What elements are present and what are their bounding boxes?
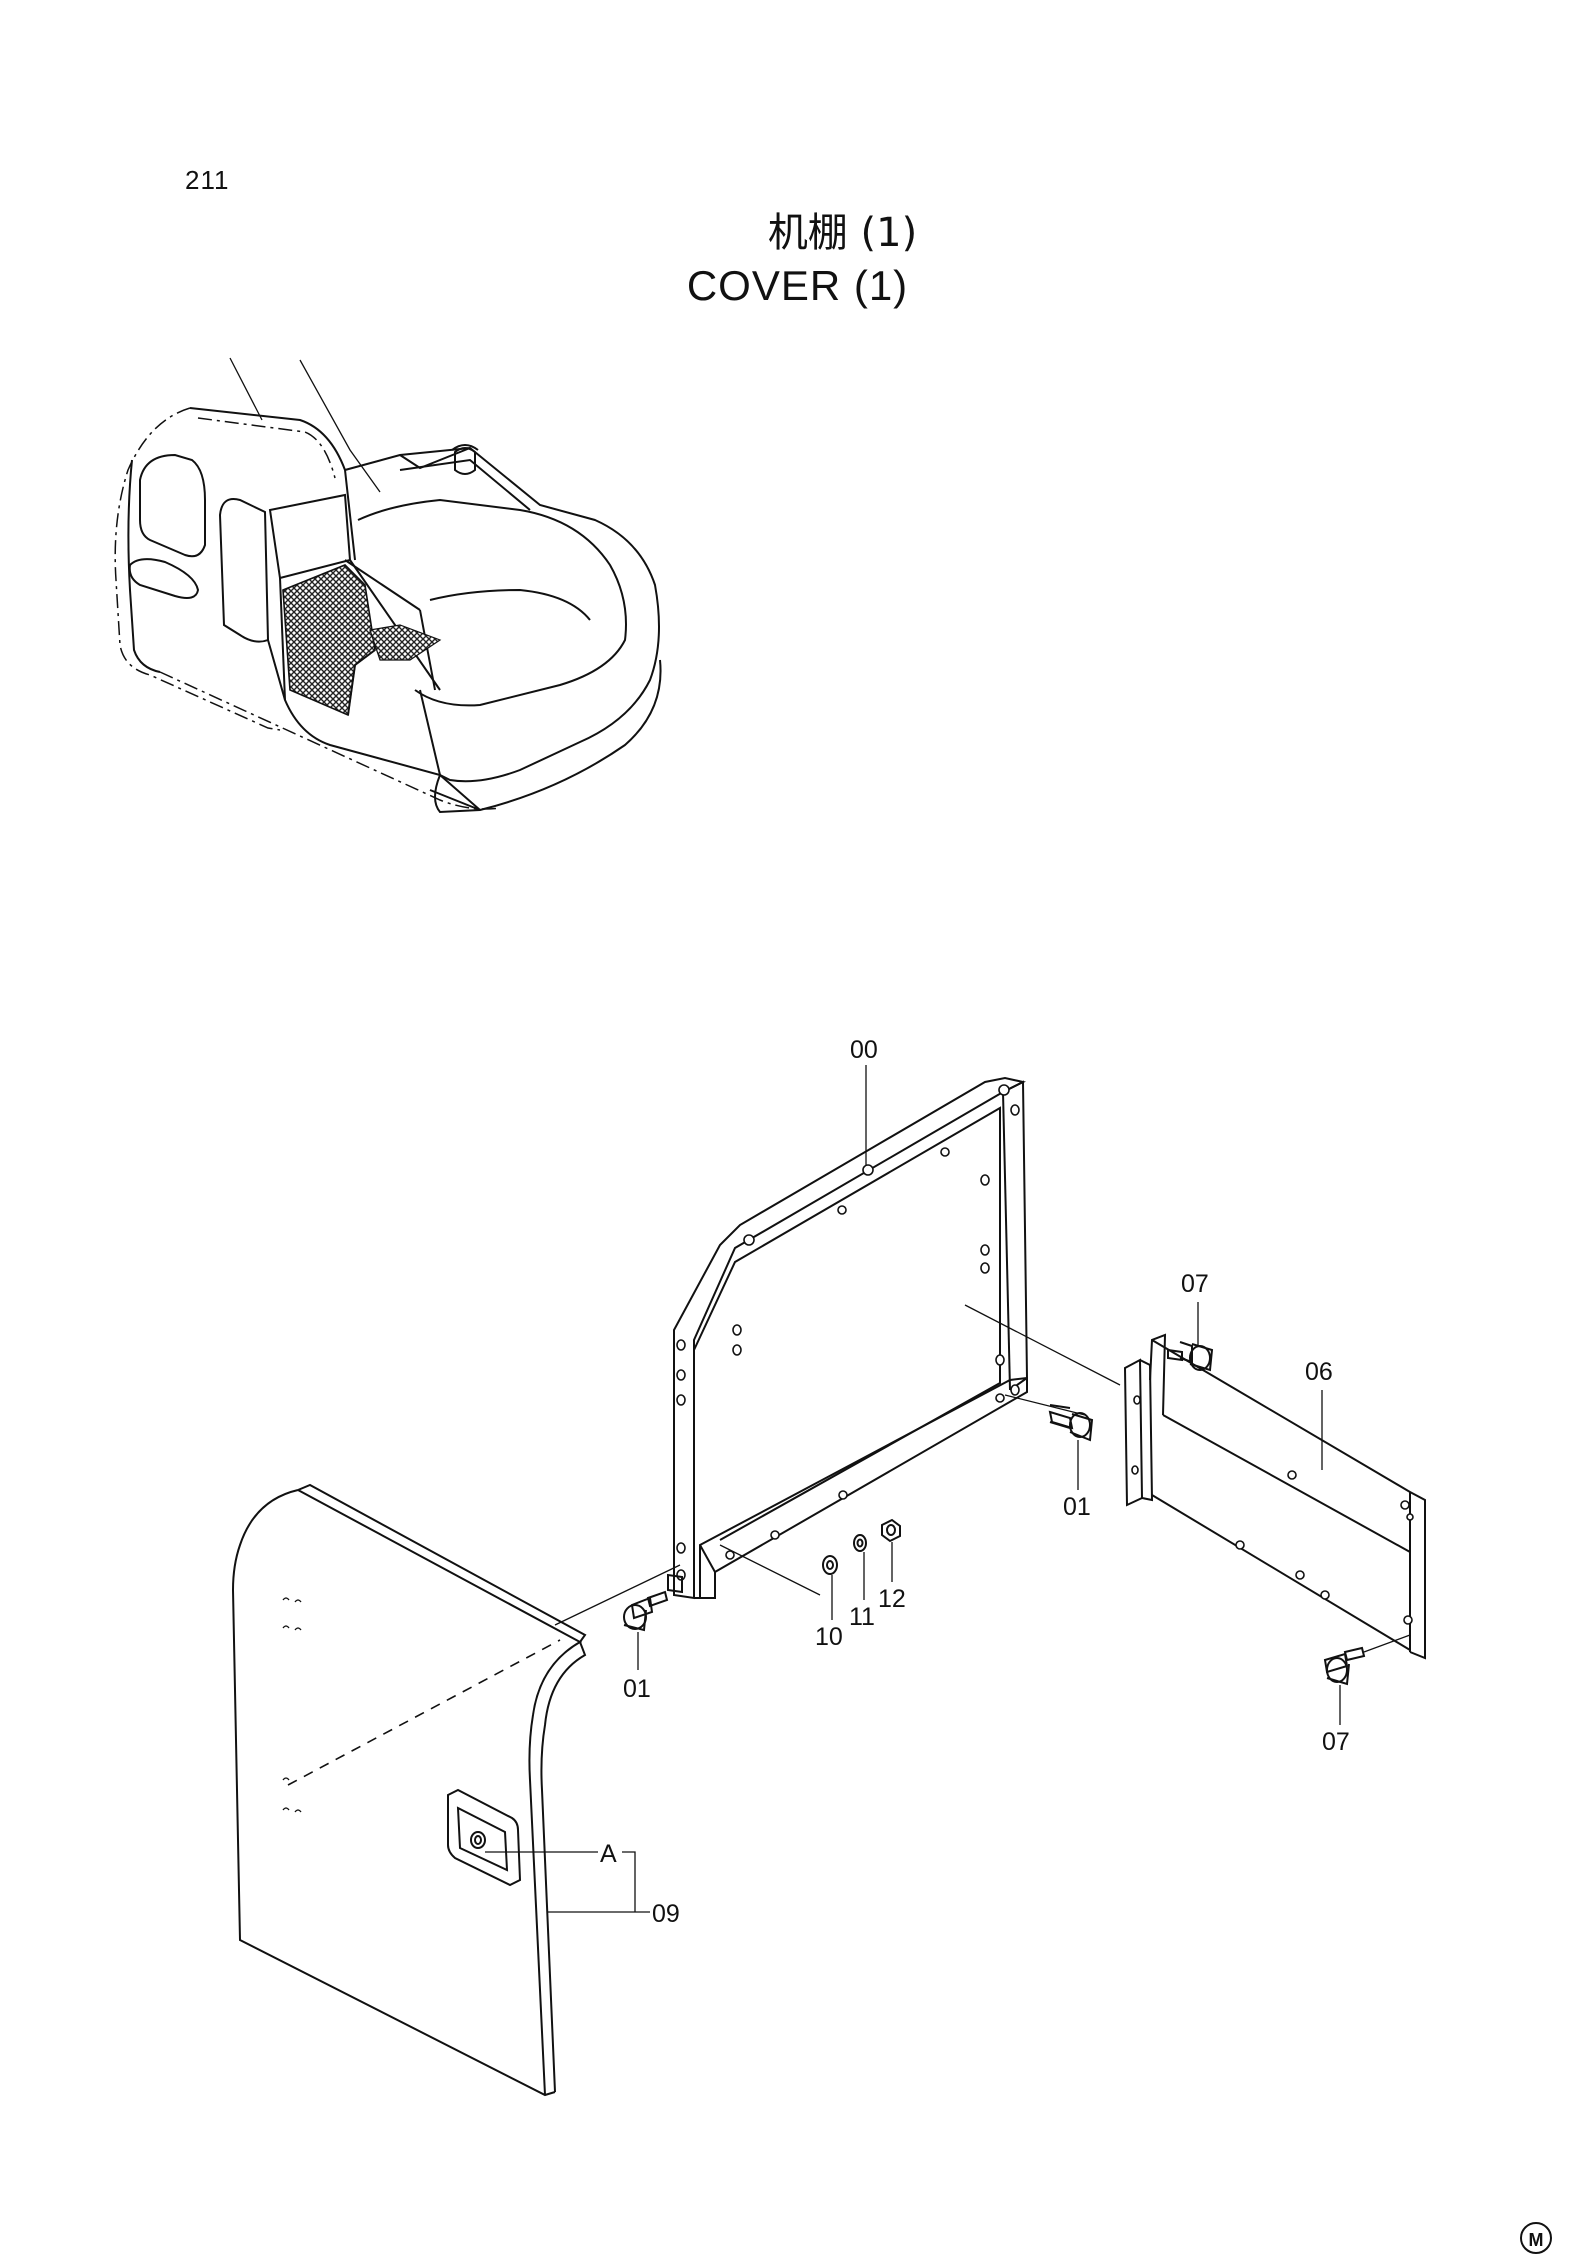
callout-12: 12 <box>878 1585 906 1613</box>
bolt-part-01-left <box>623 1590 669 1670</box>
callout-06: 06 <box>1305 1358 1333 1386</box>
callout-10: 10 <box>815 1623 843 1651</box>
center-line-bolt <box>1004 1394 1086 1416</box>
frame-part-00 <box>667 1076 1029 1600</box>
callout-11: 11 <box>849 1603 875 1631</box>
washer-part-10 <box>822 1555 838 1620</box>
callout-07-top: 07 <box>1181 1270 1209 1298</box>
leader-A-bracket <box>622 1851 636 1912</box>
center-line-washer <box>719 1544 821 1596</box>
callout-07-bottom: 07 <box>1322 1728 1350 1756</box>
page-number: 211 <box>185 165 230 195</box>
callout-01-left: 01 <box>623 1675 651 1703</box>
bolt-part-07-bottom <box>1323 1634 1411 1725</box>
bolt-part-07-top <box>1167 1302 1214 1372</box>
bolt-part-01-right <box>1048 1404 1094 1490</box>
callout-01-right: 01 <box>1063 1493 1091 1521</box>
nut-part-12 <box>881 1518 901 1582</box>
washer-part-11 <box>853 1534 867 1600</box>
manufacturer-mark: M <box>1520 2222 1552 2254</box>
callout-A: A <box>600 1840 617 1868</box>
center-line-upper <box>964 1304 1121 1386</box>
callout-09: 09 <box>652 1900 680 1928</box>
center-line-left <box>554 1564 681 1626</box>
plate-part-06 <box>1123 1333 1426 1660</box>
title-english: COVER (1) <box>686 262 909 309</box>
side-cover-part-09 <box>231 1483 587 2097</box>
callout-00: 00 <box>850 1036 878 1064</box>
machine-overview-sketch <box>114 357 662 814</box>
title-chinese: 机棚 (1) <box>767 210 918 256</box>
